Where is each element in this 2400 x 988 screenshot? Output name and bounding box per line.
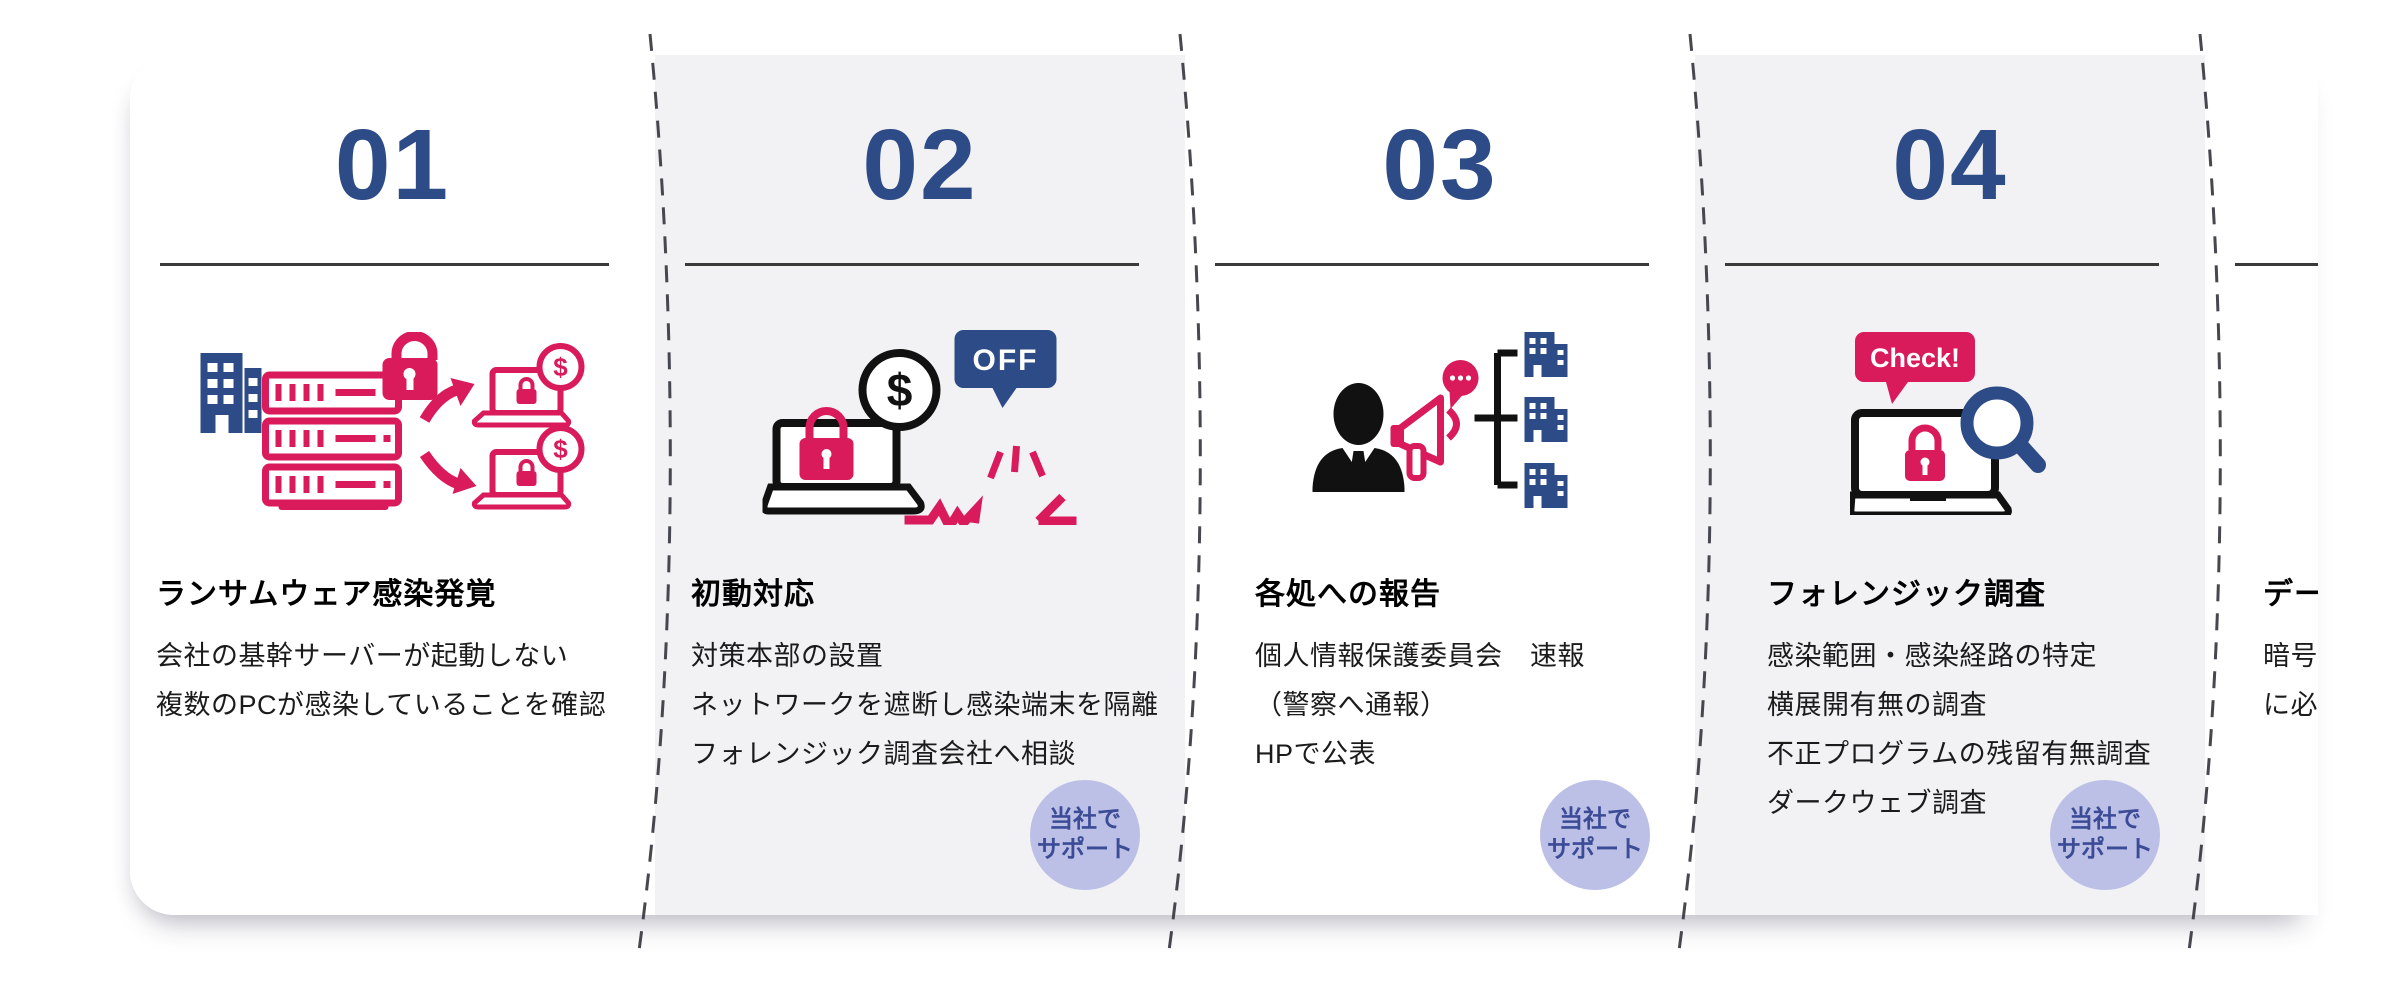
step-description-line: 感染範囲・感染経路の特定 [1767, 641, 2097, 671]
step-number: 01 [334, 109, 451, 221]
support-badge-line: 当社で [1559, 806, 1631, 833]
speech-bubble-icon [1442, 360, 1479, 409]
support-badge-line: サポート [2057, 836, 2153, 863]
divider-rule [1725, 263, 2159, 266]
step-description-line: 複数のPCが感染していることを確認 [156, 690, 607, 720]
svg-text:$: $ [553, 352, 568, 382]
server-stack-icon [261, 371, 402, 510]
bracket-line [1474, 349, 1518, 489]
step-card-03: 03 [1185, 55, 1695, 915]
process-flow-strip: 01 [130, 55, 2318, 915]
support-badge-line: 当社で [2069, 806, 2141, 833]
step-title: フォレンジック調査 [1767, 578, 2046, 611]
step-description: 個人情報保護委員会 速報 （警察へ通報） HPで公表 [1255, 632, 1585, 779]
support-badge-line: サポート [1037, 836, 1133, 863]
step-title: デー [2263, 578, 2318, 611]
step-description-line: 横展開有無の調査 [1767, 690, 1987, 720]
building-icon [200, 353, 261, 433]
step-description-line: 暗号 [2263, 641, 2318, 671]
step-number: 04 [1892, 109, 2008, 221]
step-title: 初動対応 [691, 578, 815, 611]
magnifier-icon [1960, 386, 2046, 473]
disconnect-line-icon [904, 445, 1077, 525]
step-description-line: ダークウェブ調査 [1767, 788, 1987, 818]
svg-text:Check!: Check! [1870, 343, 1960, 373]
dollar-coin-icon: $ [858, 349, 941, 431]
step-number: 03 [1382, 109, 1498, 221]
divider-rule [160, 263, 609, 266]
check-bubble-icon: Check! [1855, 332, 1975, 404]
lock-icon [382, 332, 437, 400]
step-description-line: フォレンジック調査会社へ相談 [691, 739, 1076, 769]
step-description-line: ネットワークを遮断し感染端末を隔離 [691, 690, 1159, 720]
ransomware-infection-icon: $ [200, 332, 584, 510]
step-description-line: に必 [2263, 690, 2318, 720]
step-description: 会社の基幹サーバーが起動しない 複数のPCが感染していることを確認 [156, 632, 606, 730]
divider-rule [685, 263, 1139, 266]
locked-laptop-icon [762, 407, 925, 515]
divider-rule [1215, 263, 1649, 266]
support-badge: 当社で サポート [1030, 780, 1140, 890]
infected-laptop-icon [474, 428, 581, 507]
step-description: 感染範囲・感染経路の特定 横展開有無の調査 不正プログラムの残留有無調査 ダーク… [1767, 632, 2151, 828]
step-title: ランサムウェア感染発覚 [156, 578, 497, 611]
support-badge-line: サポート [1547, 836, 1643, 863]
infected-laptop-icon: $ [471, 343, 584, 428]
locked-laptop-icon [1850, 409, 2012, 515]
forensic-investigation-icon: Check! [1850, 332, 2046, 515]
megaphone-icon [1390, 394, 1460, 481]
step-description-line: （警察へ通報） [1255, 690, 1448, 720]
initial-response-icon: $ OFF [762, 330, 1077, 525]
step-description-line: 個人情報保護委員会 速報 [1255, 641, 1585, 671]
reporting-megaphone-icon [1312, 332, 1568, 508]
support-badge: 当社で サポート [1540, 780, 1650, 890]
step-card-01: 01 [130, 55, 655, 915]
step-description-line: 不正プログラムの残留有無調査 [1767, 739, 2152, 769]
step-description-line: 会社の基幹サーバーが起動しない [156, 641, 569, 671]
dollar-coin-icon [536, 343, 584, 391]
svg-text:OFF: OFF [973, 344, 1039, 377]
step-number: 02 [862, 109, 978, 221]
person-icon [1312, 383, 1405, 492]
off-bubble-icon: OFF [954, 330, 1057, 408]
step-description-line: 対策本部の設置 [691, 641, 884, 671]
support-badge-line: 当社で [1049, 806, 1121, 833]
step-description: 対策本部の設置 ネットワークを遮断し感染端末を隔離 フォレンジック調査会社へ相談 [691, 632, 1159, 779]
step-card-05-partial: デー 暗号 に必 [2205, 55, 2318, 915]
organization-buildings-icon [1524, 332, 1568, 508]
step-title: 各処への報告 [1255, 578, 1441, 611]
step-description: 暗号 に必 [2263, 632, 2318, 730]
step-card-02: 02 $ OFF [655, 55, 1185, 915]
svg-text:$: $ [887, 364, 913, 416]
step-card-04: 04 Check! フォレンジック調 [1695, 55, 2205, 915]
spread-arrow-icon [419, 378, 476, 494]
step-description-line: HPで公表 [1255, 739, 1377, 769]
support-badge: 当社で サポート [2050, 780, 2160, 890]
divider-rule [2235, 263, 2318, 266]
